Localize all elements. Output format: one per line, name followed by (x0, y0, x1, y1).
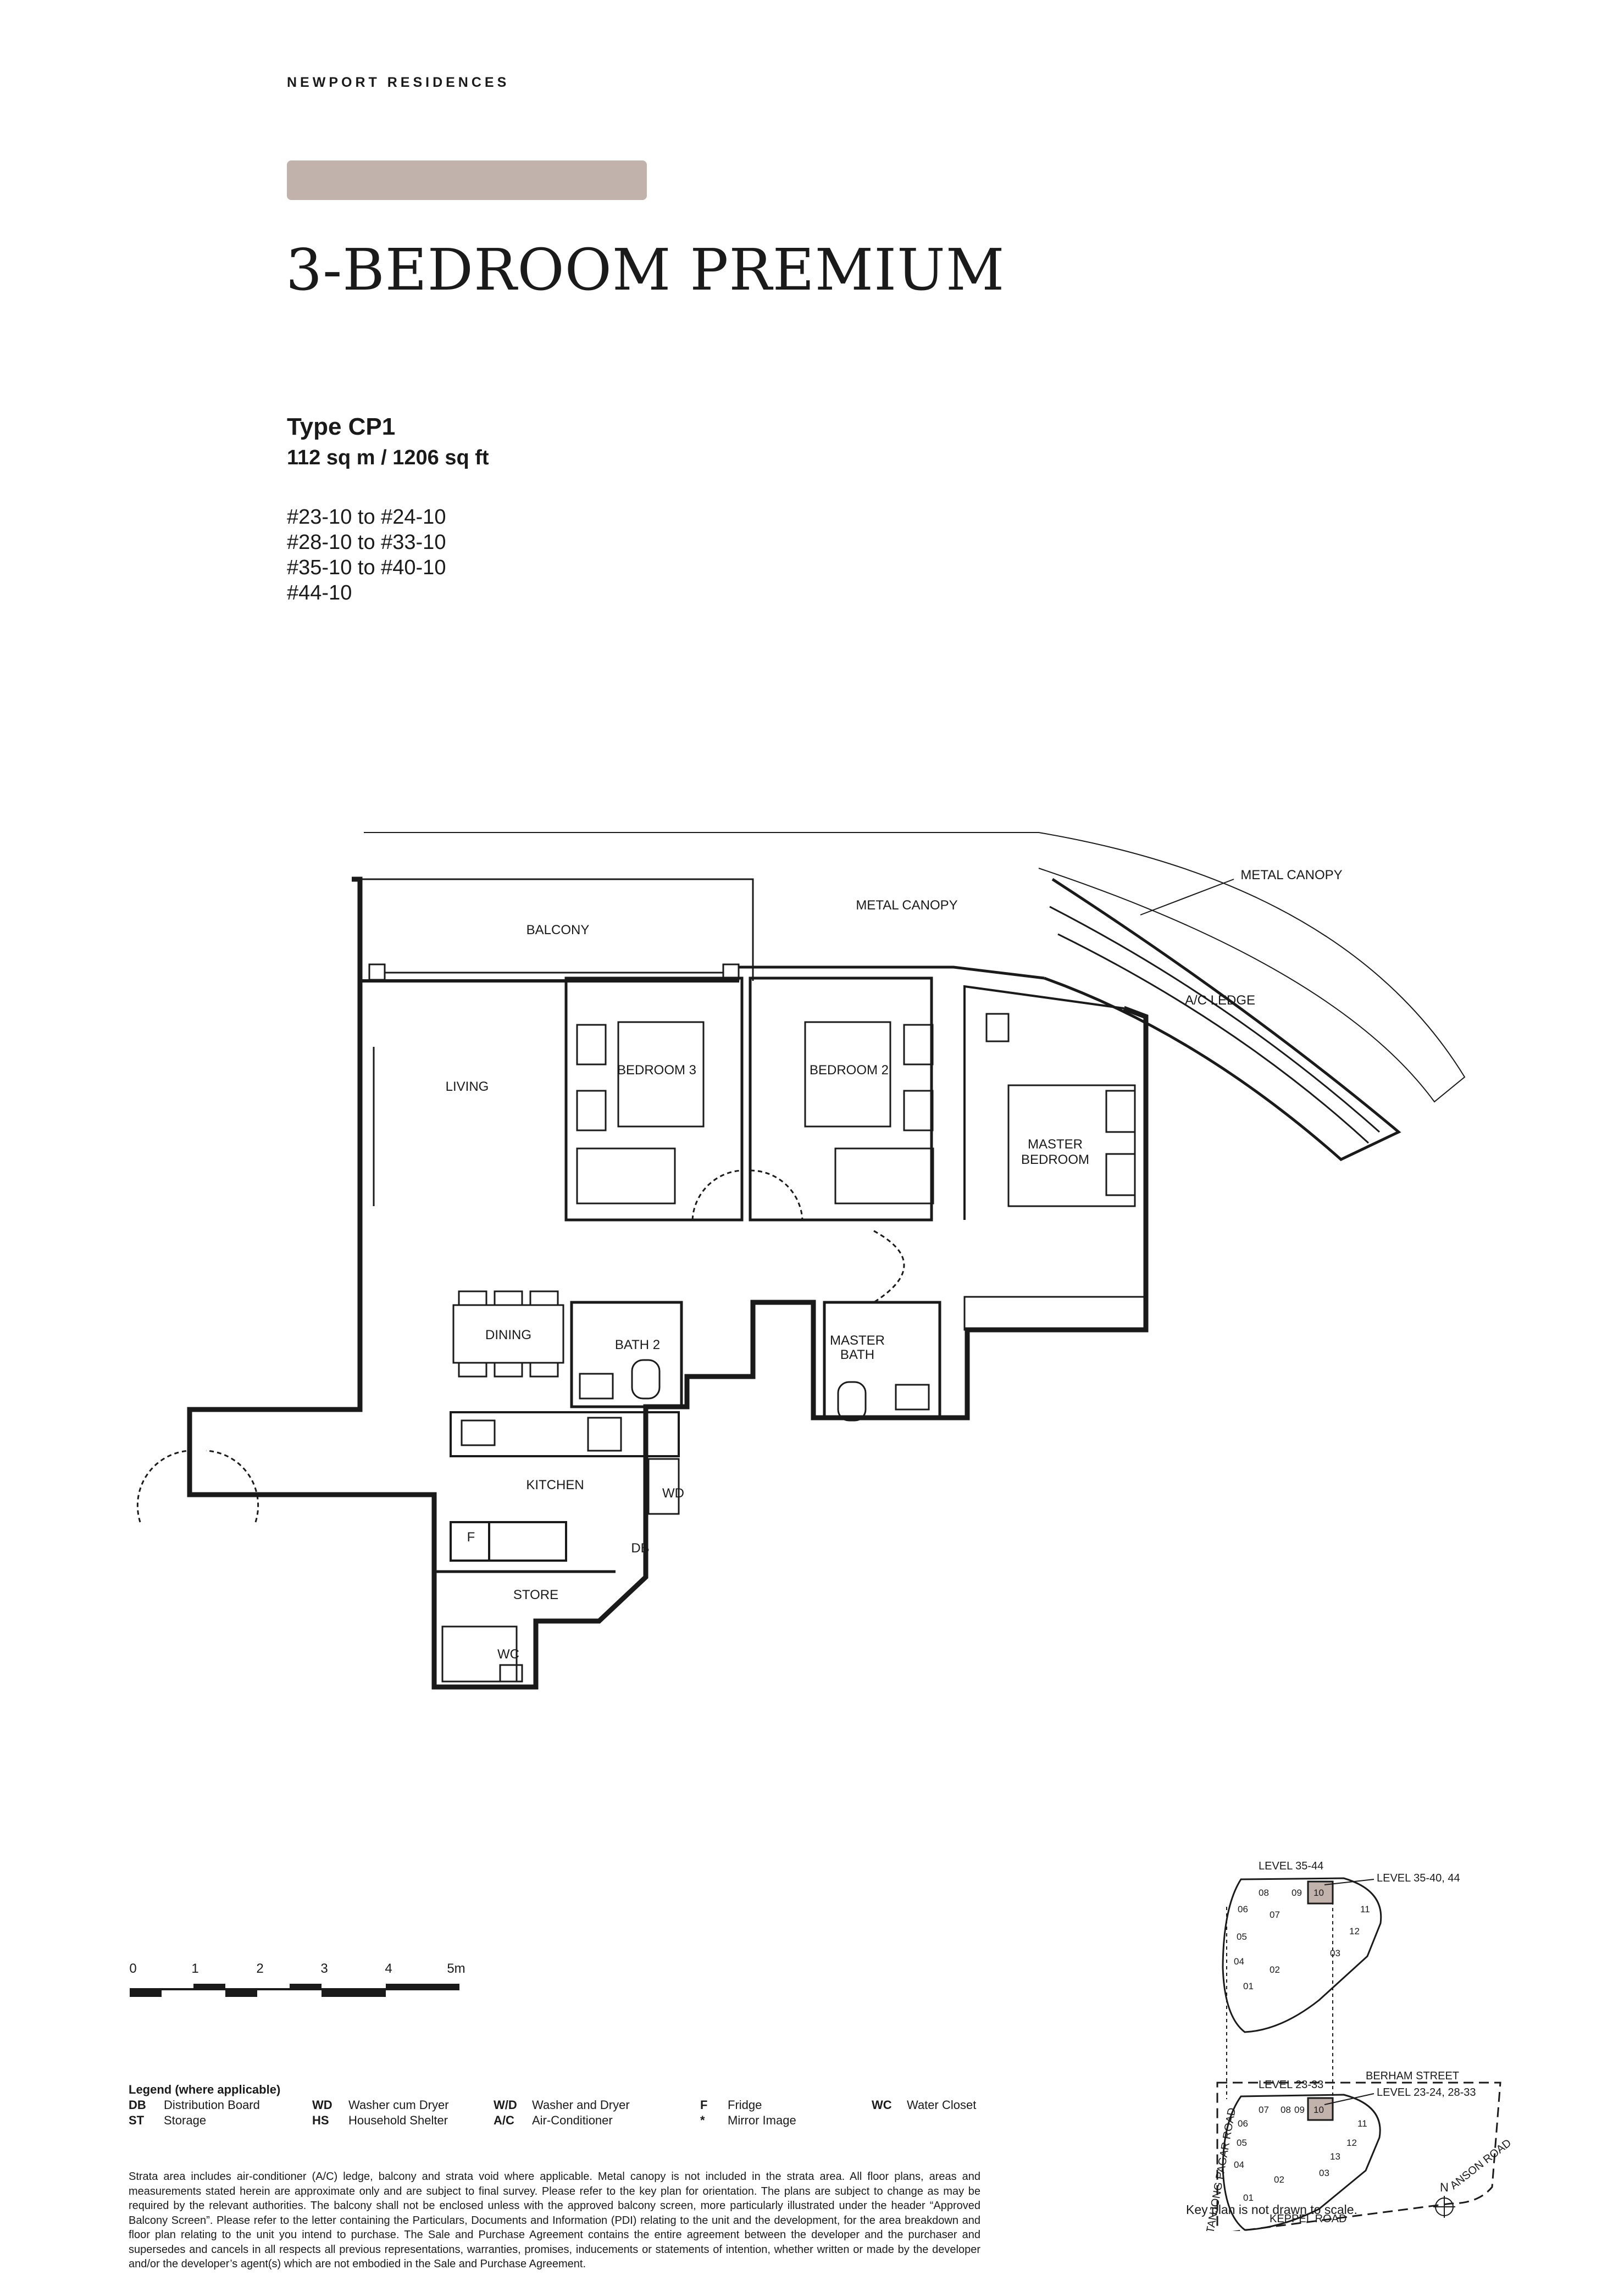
legend-abbr: DB (129, 2098, 146, 2112)
label-kitchen: KITCHEN (526, 1478, 584, 1492)
keyplan-unit: 04 (1234, 2160, 1244, 2170)
legend-label: Household Shelter (348, 2113, 448, 2127)
label-metal-canopy: METAL CANOPY (856, 898, 957, 913)
legend-abbr: HS (312, 2113, 329, 2127)
keyplan-lower-level: LEVEL 23-33 (1259, 2079, 1323, 2091)
keyplan-unit: 06 (1238, 2118, 1248, 2129)
keyplan-unit: 11 (1360, 1904, 1370, 1914)
keyplan-unit: 05 (1237, 2138, 1247, 2148)
keyplan-unit: 05 (1237, 1932, 1247, 1942)
floor-plan: BALCONY METAL CANOPY METAL CANOPY A/C LE… (136, 832, 1466, 1690)
label-dining: DINING (485, 1328, 531, 1342)
label-master-bath-1: MASTER (830, 1333, 885, 1348)
label-db: DB (631, 1541, 649, 1556)
scale-bar: 0 1 2 3 4 5m (129, 1961, 465, 1997)
unit-area: 112 sq m / 1206 sq ft (287, 446, 489, 469)
label-master-bedroom-1: MASTER (1028, 1137, 1083, 1152)
label-wc: WC (497, 1647, 519, 1662)
legend-label: Storage (164, 2113, 207, 2127)
key-plan: LEVEL 35-44 LEVEL 35-40, 44 LEVEL 23-33 … (1204, 1860, 1514, 2231)
stack-line: #44-10 (287, 581, 352, 604)
legend-label: Distribution Board (164, 2098, 260, 2112)
legend-abbr: WC (872, 2098, 892, 2112)
keyplan-unit: 03 (1330, 1948, 1340, 1958)
keyplan-unit: 02 (1274, 2174, 1284, 2185)
keyplan-unit: 08 (1259, 1888, 1269, 1898)
keyplan-road-keppel: KEPPEL ROAD (1270, 2213, 1346, 2225)
keyplan-unit: 01 (1243, 1981, 1254, 1991)
scale-label: 0 (129, 1961, 136, 1976)
legend-abbr: W/D (494, 2098, 517, 2112)
legend-label: Washer cum Dryer (348, 2098, 449, 2112)
label-balcony: BALCONY (526, 923, 590, 937)
keyplan-note: Key plan is not drawn to scale. (1186, 2202, 1357, 2217)
keyplan-upper-callout: LEVEL 35-40, 44 (1377, 1872, 1460, 1884)
legend-label: Fridge (728, 2098, 762, 2112)
label-master-bath-2: BATH (840, 1347, 874, 1362)
scale-label: 3 (320, 1961, 328, 1976)
keyplan-upper-level: LEVEL 35-44 (1259, 1860, 1323, 1872)
label-metal-canopy-callout: METAL CANOPY (1240, 868, 1342, 883)
scale-label: 2 (256, 1961, 263, 1976)
label-wd: WD (662, 1486, 684, 1501)
keyplan-unit: 11 (1357, 2118, 1367, 2129)
keyplan-unit: 10 (1313, 1888, 1324, 1898)
unit-title: 3-BEDROOM PREMIUM (286, 236, 1005, 303)
label-store: STORE (513, 1588, 558, 1602)
label-bedroom3: BEDROOM 3 (617, 1063, 696, 1078)
keyplan-unit: 10 (1313, 2105, 1324, 2115)
legend-label: Water Closet (907, 2098, 977, 2112)
scale-label: 4 (385, 1961, 392, 1976)
legend-label: Mirror Image (728, 2113, 796, 2127)
stack-line: #35-10 to #40-10 (287, 556, 446, 579)
keyplan-unit: 12 (1346, 2138, 1357, 2148)
keyplan-unit: 13 (1330, 2151, 1340, 2162)
label-ac-ledge: A/C LEDGE (1185, 993, 1255, 1008)
keyplan-unit: 09 (1294, 2105, 1305, 2115)
stack-line: #28-10 to #33-10 (287, 531, 446, 554)
keyplan-road-berham: BERHAM STREET (1366, 2070, 1459, 2082)
legend-abbr: * (700, 2113, 705, 2127)
keyplan-unit: 09 (1292, 1888, 1302, 1898)
scale-label: 5m (447, 1961, 465, 1976)
label-master-bedroom-2: BEDROOM (1021, 1152, 1089, 1167)
keyplan-unit: 07 (1259, 2105, 1269, 2115)
keyplan-north: N (1440, 2180, 1449, 2194)
legend-title: Legend (where applicable) (129, 2083, 281, 2096)
unit-stacks: #23-10 to #24-10 #28-10 to #33-10 #35-10… (287, 504, 446, 606)
keyplan-lower-callout: LEVEL 23-24, 28-33 (1377, 2086, 1476, 2099)
brand-name: NEWPORT RESIDENCES (287, 75, 510, 90)
accent-bar (287, 160, 647, 200)
label-living: LIVING (446, 1079, 489, 1094)
legend-abbr: A/C (494, 2113, 514, 2127)
stack-line: #23-10 to #24-10 (287, 506, 446, 529)
keyplan-unit: 04 (1234, 1956, 1244, 1967)
keyplan-unit: 03 (1319, 2168, 1329, 2178)
unit-type: Type CP1 (287, 413, 396, 440)
legend-abbr: F (700, 2098, 708, 2112)
keyplan-unit: 02 (1270, 1964, 1280, 1975)
keyplan-unit: 12 (1349, 1926, 1360, 1936)
keyplan-road-anson: ANSON ROAD (1448, 2137, 1514, 2192)
label-bedroom2: BEDROOM 2 (810, 1063, 889, 1078)
legend-label: Washer and Dryer (532, 2098, 630, 2112)
keyplan-unit: 08 (1281, 2105, 1291, 2115)
label-bath2: BATH 2 (615, 1338, 660, 1352)
scale-label: 1 (191, 1961, 198, 1976)
keyplan-unit: 06 (1238, 1904, 1248, 1914)
keyplan-unit: 07 (1270, 1910, 1280, 1920)
legend-abbr: ST (129, 2113, 145, 2127)
legend-abbr: WD (312, 2098, 332, 2112)
label-fridge: F (467, 1530, 475, 1545)
keyplan-unit: 01 (1243, 2193, 1254, 2203)
legend-label: Air-Conditioner (532, 2113, 613, 2127)
disclaimer: Strata area includes air-conditioner (A/… (129, 2171, 980, 2270)
legend: DB Distribution Board ST Storage WD Wash… (129, 2098, 1008, 2131)
